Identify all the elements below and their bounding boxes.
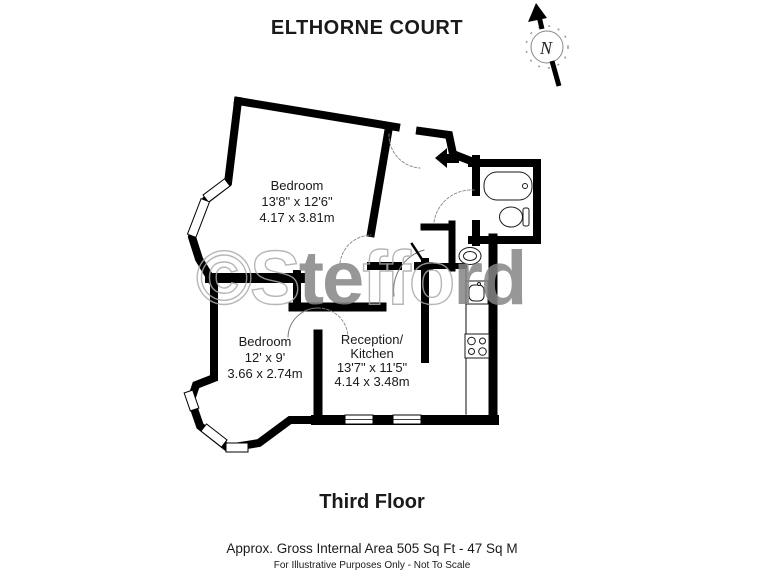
watermark: ©Stefford xyxy=(195,235,527,321)
wall-bedroom1-right xyxy=(366,122,394,238)
door-arc-bedroom1 xyxy=(339,234,372,264)
svg-text:©Stefford: ©Stefford xyxy=(196,236,525,321)
room-labels: Bedroom 13'8" x 12'6" 4.17 x 3.81m Bedro… xyxy=(227,178,409,389)
footer-area-line: Approx. Gross Internal Area 505 Sq Ft - … xyxy=(226,541,517,556)
window-bay-left xyxy=(183,389,200,412)
door-arc-bedroom2 xyxy=(287,307,319,338)
window-bay-bottom xyxy=(225,442,249,453)
wall-top-bedroom1 xyxy=(233,96,401,132)
door-arc-bathroom xyxy=(433,189,475,223)
compass: N xyxy=(525,3,569,87)
window-reception-2 xyxy=(392,414,422,425)
door-arc-entry xyxy=(388,133,421,169)
footer-disclaimer-line: For Illustrative Purposes Only - Not To … xyxy=(274,560,471,571)
door-leaf-reception xyxy=(410,242,427,266)
bedroom2-dims-imperial: 12' x 9' xyxy=(245,350,285,365)
window-reception-1 xyxy=(344,414,374,425)
bath-icon xyxy=(483,171,533,201)
bedroom1-dims-metric: 4.17 x 3.81m xyxy=(259,210,334,225)
fixtures xyxy=(458,171,533,415)
bedroom1-name: Bedroom xyxy=(271,178,324,193)
bedroom2-dims-metric: 3.66 x 2.74m xyxy=(227,366,302,381)
page-title: ELTHORNE COURT xyxy=(271,17,463,39)
watermark-part-1: ©S xyxy=(196,236,299,321)
kitchen-sink-icon xyxy=(465,280,489,305)
floor-label: Third Floor xyxy=(319,491,425,513)
window-bay-diagonal xyxy=(200,423,228,448)
compass-north-label: N xyxy=(539,38,553,58)
doors xyxy=(287,133,475,338)
compass-circle xyxy=(530,30,564,64)
watermark-part-2: te xyxy=(299,236,363,321)
floorplan: Bedroom 13'8" x 12'6" 4.17 x 3.81m Bedro… xyxy=(183,96,541,453)
reception-dims-imperial: 13'7" x 11'5" xyxy=(337,360,408,375)
compass-needle-tail xyxy=(549,60,562,87)
toilet-icon xyxy=(499,206,530,228)
entry-arrow-icon xyxy=(435,148,459,168)
compass-tick-ring xyxy=(525,25,569,69)
wall-entry-right xyxy=(415,126,482,169)
kitchen-hob-icon xyxy=(464,333,490,359)
interior-walls xyxy=(205,122,467,421)
wall-bathroom-outer xyxy=(468,159,541,244)
window-upperbay-2 xyxy=(186,198,211,238)
reception-name-line1: Reception/ xyxy=(341,332,404,347)
reception-name-line2: Kitchen xyxy=(350,346,393,361)
watermark-part-3: ffo xyxy=(362,236,453,321)
watermark-part-4: rd xyxy=(453,236,525,321)
basin-icon xyxy=(458,247,482,265)
reception-dims-metric: 4.14 x 3.48m xyxy=(334,374,409,389)
door-arc-bedroom2-swing xyxy=(317,307,349,338)
windows xyxy=(183,178,422,453)
compass-arrowhead-icon xyxy=(528,3,547,22)
window-upperbay-1 xyxy=(202,178,231,203)
bedroom2-name: Bedroom xyxy=(239,334,292,349)
bedroom1-dims-imperial: 13'8" x 12'6" xyxy=(261,194,333,209)
